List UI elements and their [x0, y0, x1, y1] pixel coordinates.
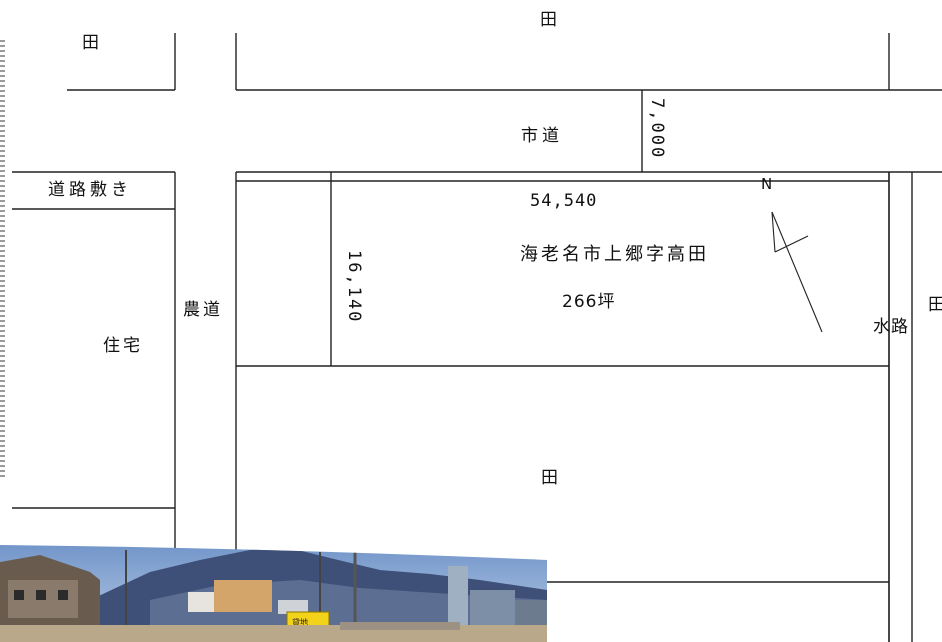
- label-field-top: 田: [540, 10, 561, 30]
- label-farm-road: 農道: [183, 300, 223, 320]
- rental-sign-text: 貸地: [292, 617, 308, 627]
- label-city-road: 市道: [521, 126, 563, 146]
- scan-edge-artifact: [0, 40, 5, 480]
- label-frontage: 54,540: [530, 191, 598, 211]
- label-residence: 住宅: [103, 336, 143, 356]
- label-north: N: [761, 175, 777, 193]
- label-field-right: 田: [928, 295, 942, 315]
- label-address: 海老名市上郷字高田: [520, 244, 709, 265]
- office-tower: [448, 566, 468, 634]
- label-road-land: 道路敷き: [48, 180, 132, 200]
- label-area: 266坪: [562, 292, 616, 312]
- label-field-top-left: 田: [82, 33, 103, 53]
- label-waterway: 水路: [873, 317, 909, 337]
- north-arrow-icon: [771, 211, 823, 333]
- vacant-lot-ground: [0, 625, 547, 642]
- label-field-bottom: 田: [541, 468, 562, 488]
- apartment-building: [214, 580, 272, 612]
